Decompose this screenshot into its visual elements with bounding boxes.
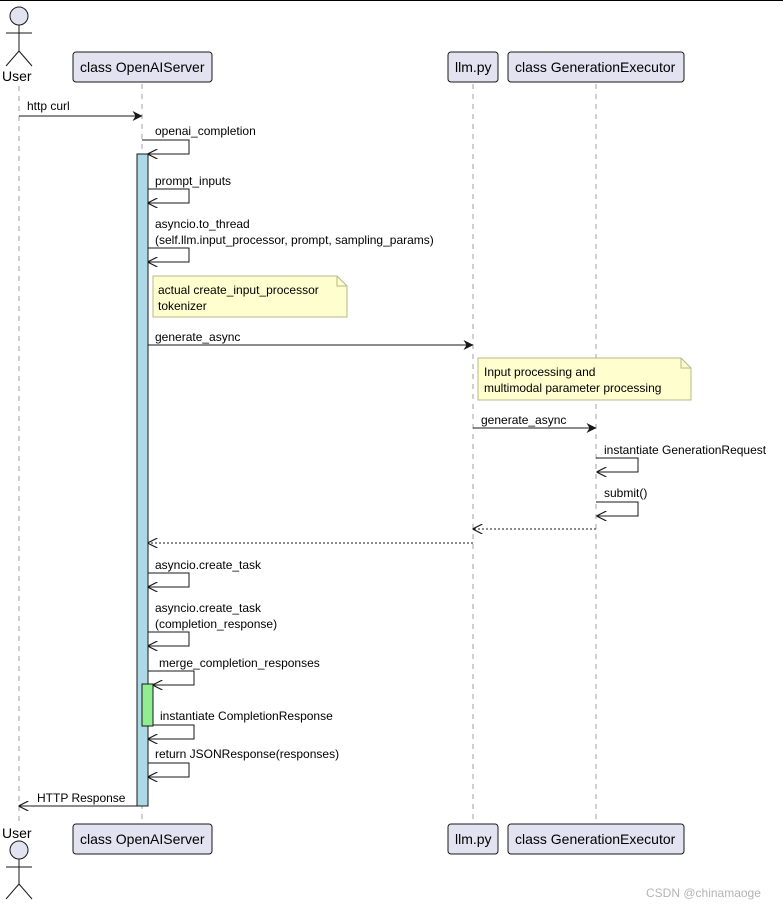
message-submit: submit() [596,486,647,516]
participant-executor-bottom: class GenerationExecutor [507,823,685,855]
message-merge-completion-responses: merge_completion_responses [148,656,320,685]
watermark: CSDN @chinamaoge [646,886,761,900]
participant-server-bottom: class OpenAIServer [72,823,213,855]
message-instantiate-generation-request: instantiate GenerationRequest [596,443,767,472]
participant-box [447,823,499,855]
message-label: prompt_inputs [155,174,231,188]
participant-label-server-top: class OpenAIServer [80,59,205,75]
message-label: merge_completion_responses [159,656,320,670]
message-label: instantiate GenerationRequest [604,443,767,457]
message-prompt-inputs: prompt_inputs [148,174,231,203]
participant-label-executor-bottom: class GenerationExecutor [515,831,676,847]
message-http-response: HTTP Response [19,791,137,806]
message-generate-async-to-executor: generate_async [473,413,597,433]
message-asyncio-to-thread: asyncio.to_thread (self.llm.input_proces… [148,217,434,262]
message-label: http curl [27,99,70,113]
note-line: actual create_input_processor [158,283,319,297]
message-label: (completion_response) [155,617,277,631]
participant-box [72,51,213,83]
message-label: asyncio.create_task [155,558,262,572]
message-label: asyncio.create_task [155,601,262,615]
actor-label-user-bottom: User [2,825,32,841]
message-label: generate_async [155,330,240,344]
message-label: return JSONResponse(responses) [155,747,339,761]
message-label: asyncio.to_thread [155,217,250,231]
participant-llm-top: llm.py [447,51,499,83]
participant-box [447,51,499,83]
stick-figure-icon [5,840,33,900]
message-generate-async-to-llm: generate_async [148,330,474,350]
message-asyncio-create-task: asyncio.create_task [148,558,262,587]
activation-bar-server [136,153,149,807]
participant-box [72,823,213,855]
actor-label-user-top: User [2,68,32,84]
participant-executor-top: class GenerationExecutor [507,51,685,83]
note-input-processing: Input processing and multimodal paramete… [477,357,692,401]
message-label: generate_async [481,413,566,427]
participant-llm-bottom: llm.py [447,823,499,855]
message-label: openai_completion [155,124,256,138]
participant-label-llm-top: llm.py [455,59,492,75]
message-asyncio-create-task-completion: asyncio.create_task (completion_response… [148,601,277,646]
activation-bar-nested [141,683,154,727]
participant-label-server-bottom: class OpenAIServer [80,831,205,847]
message-label: instantiate CompletionResponse [160,709,333,723]
message-return-json-response: return JSONResponse(responses) [148,747,339,777]
stick-figure-icon [5,6,33,67]
message-http-curl: http curl [19,99,143,121]
participant-box [507,51,685,83]
participant-label-llm-bottom: llm.py [455,831,492,847]
message-openai-completion: openai_completion [142,124,256,154]
participant-box [507,823,685,855]
note-line: Input processing and [484,365,595,379]
participant-label-executor-top: class GenerationExecutor [515,59,676,75]
note-input-processor: actual create_input_processor tokenizer [152,275,348,318]
message-label: HTTP Response [37,791,126,805]
message-instantiate-completion-response: instantiate CompletionResponse [148,709,333,739]
message-label: (self.llm.input_processor, prompt, sampl… [155,233,434,247]
participant-user-bottom: User [2,825,33,900]
participant-user-top: User [2,6,33,84]
participant-server-top: class OpenAIServer [72,51,213,83]
note-line: tokenizer [158,299,207,313]
note-line: multimodal parameter processing [484,381,661,395]
message-label: submit() [604,486,647,500]
